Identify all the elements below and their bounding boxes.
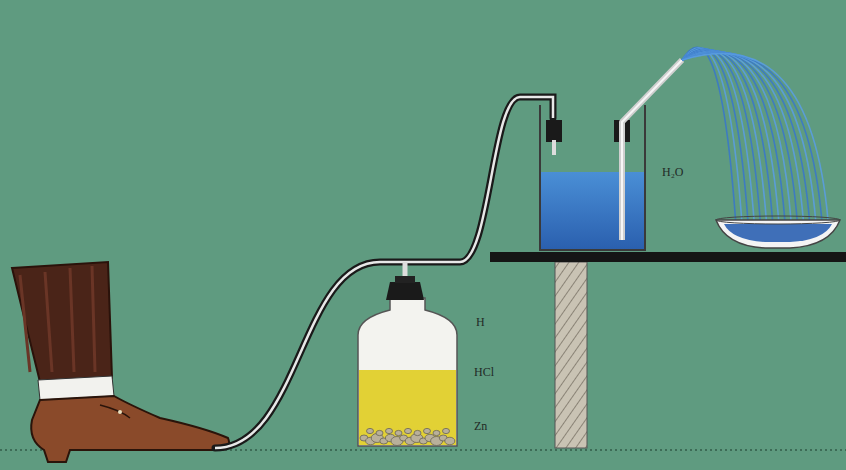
substance-label: H — [476, 316, 485, 328]
substance-label: HCl — [474, 366, 494, 378]
water-dish — [716, 216, 840, 248]
substance-label: H₂O — [662, 166, 684, 178]
table-pillar — [555, 262, 587, 448]
zinc-pebbles — [360, 428, 455, 445]
water-jet — [682, 47, 828, 226]
gas-bottle — [358, 262, 457, 446]
rubber-tube-highlight — [215, 97, 553, 448]
substance-label: Zn — [474, 420, 487, 432]
water-jar — [540, 60, 682, 250]
rubber-tube — [215, 97, 553, 448]
boot — [12, 262, 229, 462]
table-top — [490, 252, 846, 262]
